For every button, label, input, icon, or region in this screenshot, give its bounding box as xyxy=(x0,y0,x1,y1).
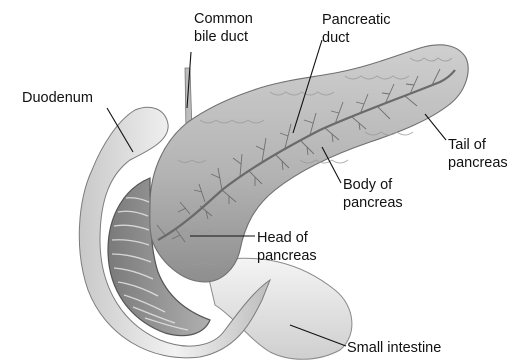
label-tail-line1: Tail of xyxy=(448,136,508,154)
label-body-line1: Body of xyxy=(343,176,403,194)
label-pancreatic-duct-line2: duct xyxy=(322,29,391,47)
label-small-intestine: Small intestine xyxy=(347,339,441,357)
label-pancreatic-duct-line1: Pancreatic xyxy=(322,11,391,29)
label-duodenum-line1: Duodenum xyxy=(22,89,93,107)
label-head-of-pancreas: Head of pancreas xyxy=(257,229,317,265)
label-head-line2: pancreas xyxy=(257,247,317,265)
label-common-bile-duct-line2: bile duct xyxy=(194,28,253,46)
leader-tail xyxy=(425,114,446,140)
label-common-bile-duct-line1: Common xyxy=(194,10,253,28)
label-body-of-pancreas: Body of pancreas xyxy=(343,176,403,212)
label-common-bile-duct: Common bile duct xyxy=(194,10,253,46)
label-head-line1: Head of xyxy=(257,229,317,247)
label-small-intestine-line1: Small intestine xyxy=(347,339,441,357)
label-tail-of-pancreas: Tail of pancreas xyxy=(448,136,508,172)
label-tail-line2: pancreas xyxy=(448,154,508,172)
label-body-line2: pancreas xyxy=(343,194,403,212)
label-duodenum: Duodenum xyxy=(22,89,93,107)
label-pancreatic-duct: Pancreatic duct xyxy=(322,11,391,47)
